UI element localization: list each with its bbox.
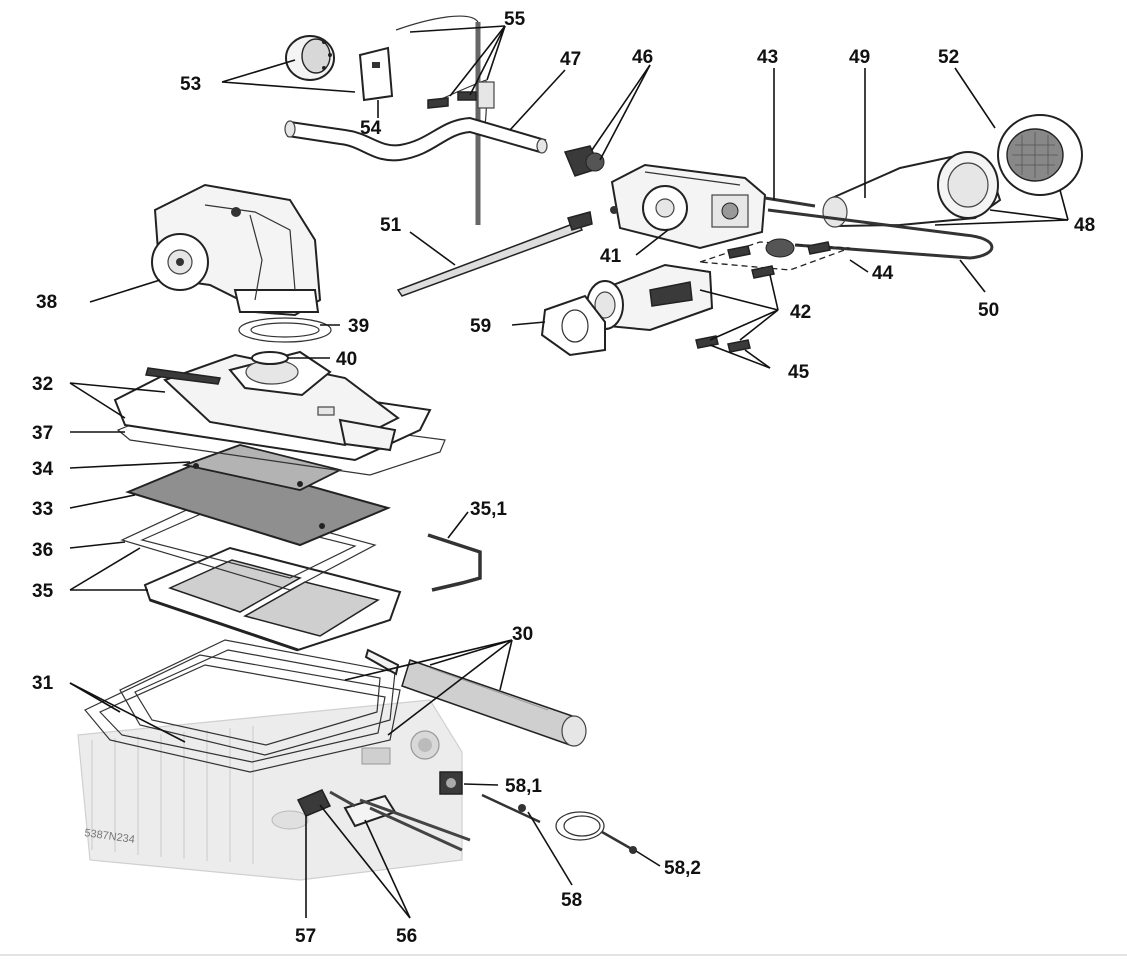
part-42-venturi xyxy=(586,263,714,332)
part-59-gasket xyxy=(540,294,606,357)
label-42: 42 xyxy=(790,302,811,323)
part-57-gasket xyxy=(296,789,332,817)
leader-lines xyxy=(69,25,1069,919)
part-58-flame-probe xyxy=(481,793,541,824)
part-53-sensor xyxy=(285,35,335,81)
label-56: 56 xyxy=(396,926,417,947)
part-32-burner-cover xyxy=(113,350,446,476)
part-58-1-plate xyxy=(439,771,463,795)
part-41-gas-valve xyxy=(610,163,767,250)
label-58: 58 xyxy=(561,890,582,911)
label-35-1: 35,1 xyxy=(470,499,507,520)
label-47: 47 xyxy=(560,49,581,70)
part-54-connector-box xyxy=(358,46,394,102)
label-39: 39 xyxy=(348,316,369,337)
label-41: 41 xyxy=(600,246,622,267)
label-53: 53 xyxy=(180,74,201,95)
part-46-fitting xyxy=(563,145,605,177)
label-38: 38 xyxy=(36,292,57,313)
label-55: 55 xyxy=(504,9,526,30)
label-33: 33 xyxy=(32,499,53,520)
label-58-2: 58,2 xyxy=(664,858,701,879)
label-49: 49 xyxy=(849,47,870,68)
part-56-ignition-electrode xyxy=(329,790,471,852)
part-40-o-ring xyxy=(251,351,289,365)
label-51: 51 xyxy=(380,215,402,236)
label-30: 30 xyxy=(512,624,533,645)
part-58-2-cable xyxy=(555,811,637,854)
part-50-hose xyxy=(767,208,994,260)
part-35-burner-frame xyxy=(143,546,402,652)
label-32: 32 xyxy=(32,374,53,395)
part-52-filter-cap xyxy=(997,114,1083,196)
part-30-sealant-tube xyxy=(364,648,587,747)
part-36-seal xyxy=(120,499,377,591)
label-31: 31 xyxy=(32,673,54,694)
label-34: 34 xyxy=(32,459,54,480)
part-34-gasket-plate xyxy=(181,444,343,491)
label-35: 35 xyxy=(32,581,54,602)
label-59: 59 xyxy=(470,316,491,337)
part-labels: 55 53 54 47 46 43 49 52 48 51 41 44 50 3… xyxy=(32,9,1095,947)
part-44-screws-and-plug xyxy=(699,238,851,279)
label-54: 54 xyxy=(360,118,382,139)
label-46: 46 xyxy=(632,47,653,68)
label-52: 52 xyxy=(938,47,959,68)
part-39-fan-gasket xyxy=(238,317,332,343)
part-38-fan xyxy=(151,183,322,317)
label-40: 40 xyxy=(336,349,357,370)
label-37: 37 xyxy=(32,423,53,444)
part-35-1-bracket xyxy=(427,533,482,592)
part-47-gas-pipe xyxy=(284,116,548,162)
label-43: 43 xyxy=(757,47,778,68)
label-50: 50 xyxy=(978,300,999,321)
label-36: 36 xyxy=(32,540,53,561)
label-57: 57 xyxy=(295,926,316,947)
part-51-cable-tie xyxy=(396,211,593,297)
part-31-gasket xyxy=(84,639,401,773)
label-48: 48 xyxy=(1074,215,1095,236)
label-45: 45 xyxy=(788,362,810,383)
label-58-1: 58,1 xyxy=(505,776,542,797)
part-33-burner-plate xyxy=(125,456,392,547)
label-44: 44 xyxy=(872,263,894,284)
